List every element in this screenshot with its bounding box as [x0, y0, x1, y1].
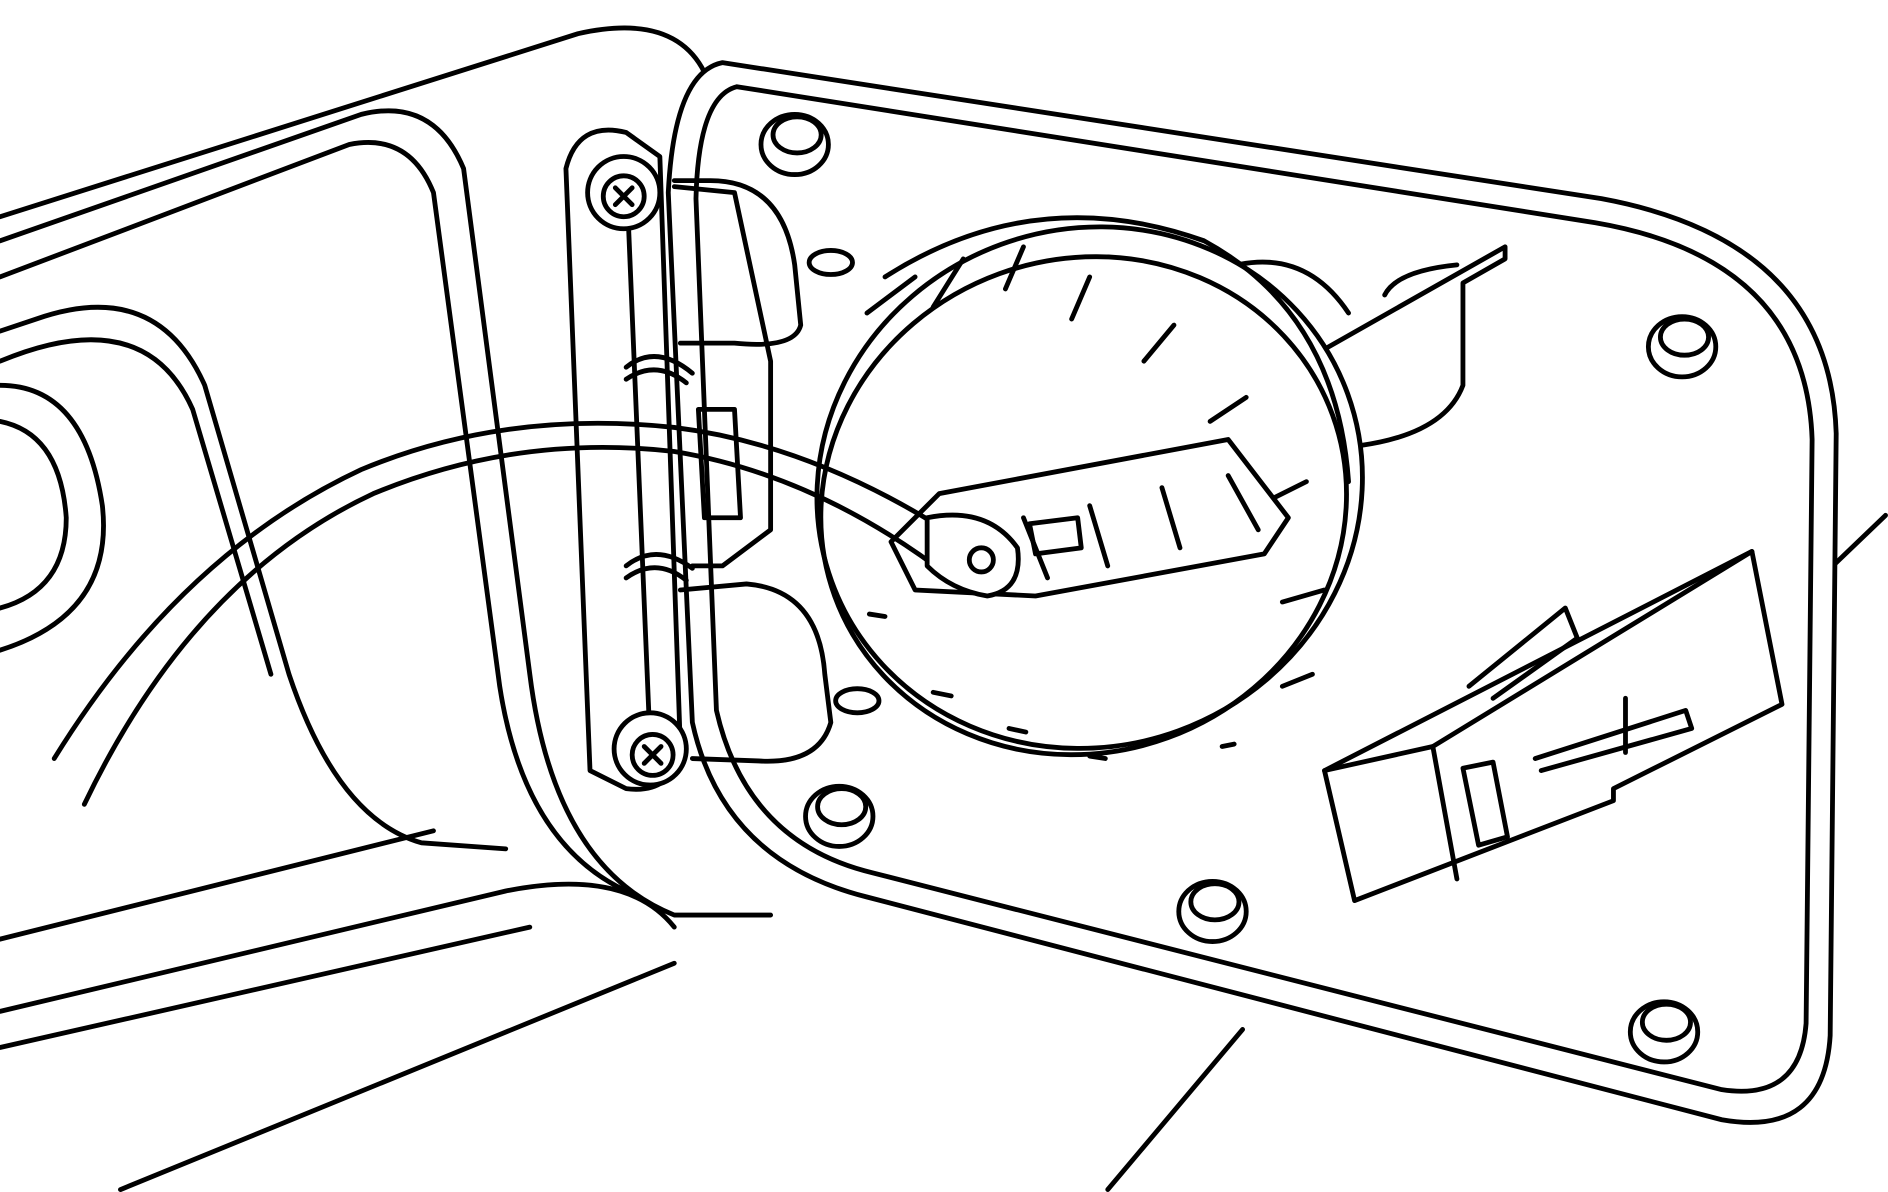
fuel-cap	[814, 215, 1365, 761]
body-panel	[0, 25, 774, 1050]
hinge	[563, 127, 834, 792]
door-bumper	[758, 111, 1719, 1065]
hinge-screw-bottom	[611, 710, 689, 788]
hinge-screw-top	[585, 154, 663, 232]
hinge-tabs	[806, 248, 882, 716]
latch-striker	[1322, 549, 1785, 904]
cap-tether	[51, 420, 1021, 807]
